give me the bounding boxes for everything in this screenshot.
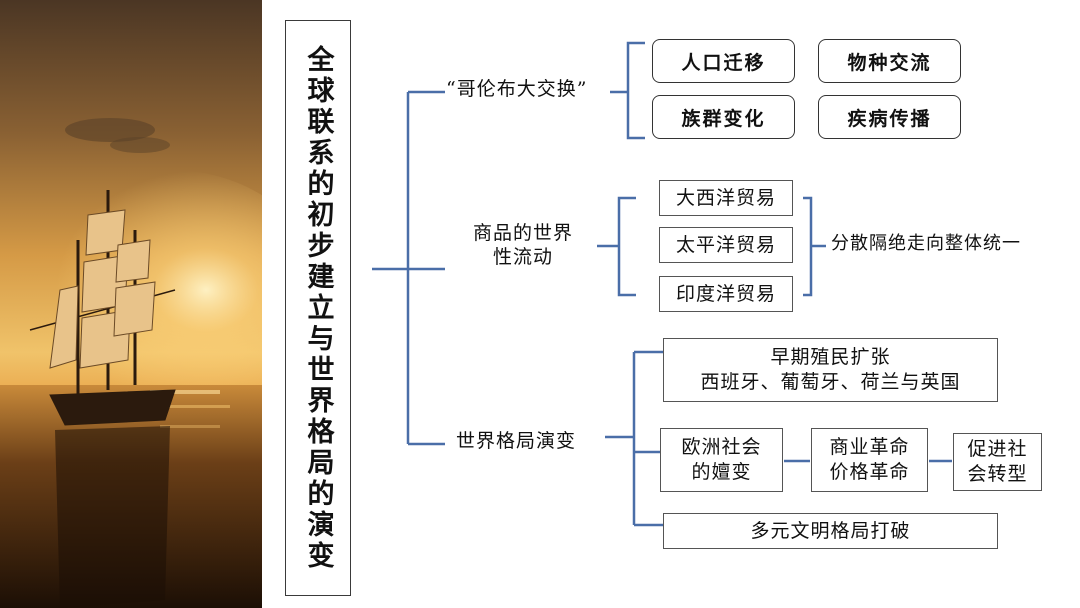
box-commercial-price-revolution: 商业革命 价格革命 [811,428,928,492]
branch-commodity-flow-line1: 商品的世界 [472,222,573,244]
colonial-line2: 西班牙、葡萄牙、荷兰与英国 [700,371,961,393]
transform-line2: 会转型 [967,463,1028,485]
revolution-line2: 价格革命 [829,461,910,483]
sailing-ship-sunset-image [0,0,262,608]
colonial-line1: 早期殖民扩张 [770,346,891,369]
revolution-line1: 商业革命 [829,436,910,459]
branch-world-pattern: 世界格局演变 [456,430,577,452]
branch-columbian-exchange: “哥伦布大交换” [446,78,588,100]
branch-commodity-flow-line2: 性流动 [492,245,553,268]
society-line2: 的嬗变 [691,461,752,483]
box-species-exchange: 物种交流 [818,39,961,83]
box-ethnic-change: 族群变化 [652,95,795,139]
box-social-transformation: 促进社 会转型 [953,433,1042,491]
trade-result-label: 分散隔绝走向整体统一 [831,233,1021,254]
topic-title: 全球联系的初步建立与世界格局的演变 [302,44,334,572]
box-pacific-trade: 太平洋贸易 [659,227,793,263]
box-indian-ocean-trade: 印度洋贸易 [659,276,793,312]
box-early-colonial-expansion: 早期殖民扩张 西班牙、葡萄牙、荷兰与英国 [663,338,998,402]
box-atlantic-trade: 大西洋贸易 [659,180,793,216]
branch-commodity-flow: 商品的世界 性流动 [458,222,588,270]
box-disease-spread: 疾病传播 [818,95,961,139]
box-multi-civilization-broken: 多元文明格局打破 [663,513,998,549]
society-line1: 欧洲社会 [681,436,762,459]
transform-line1: 促进社 [967,438,1028,461]
box-population-migration: 人口迁移 [652,39,795,83]
box-european-society-change: 欧洲社会 的嬗变 [660,428,783,492]
topic-title-box: 全球联系的初步建立与世界格局的演变 [285,20,351,596]
